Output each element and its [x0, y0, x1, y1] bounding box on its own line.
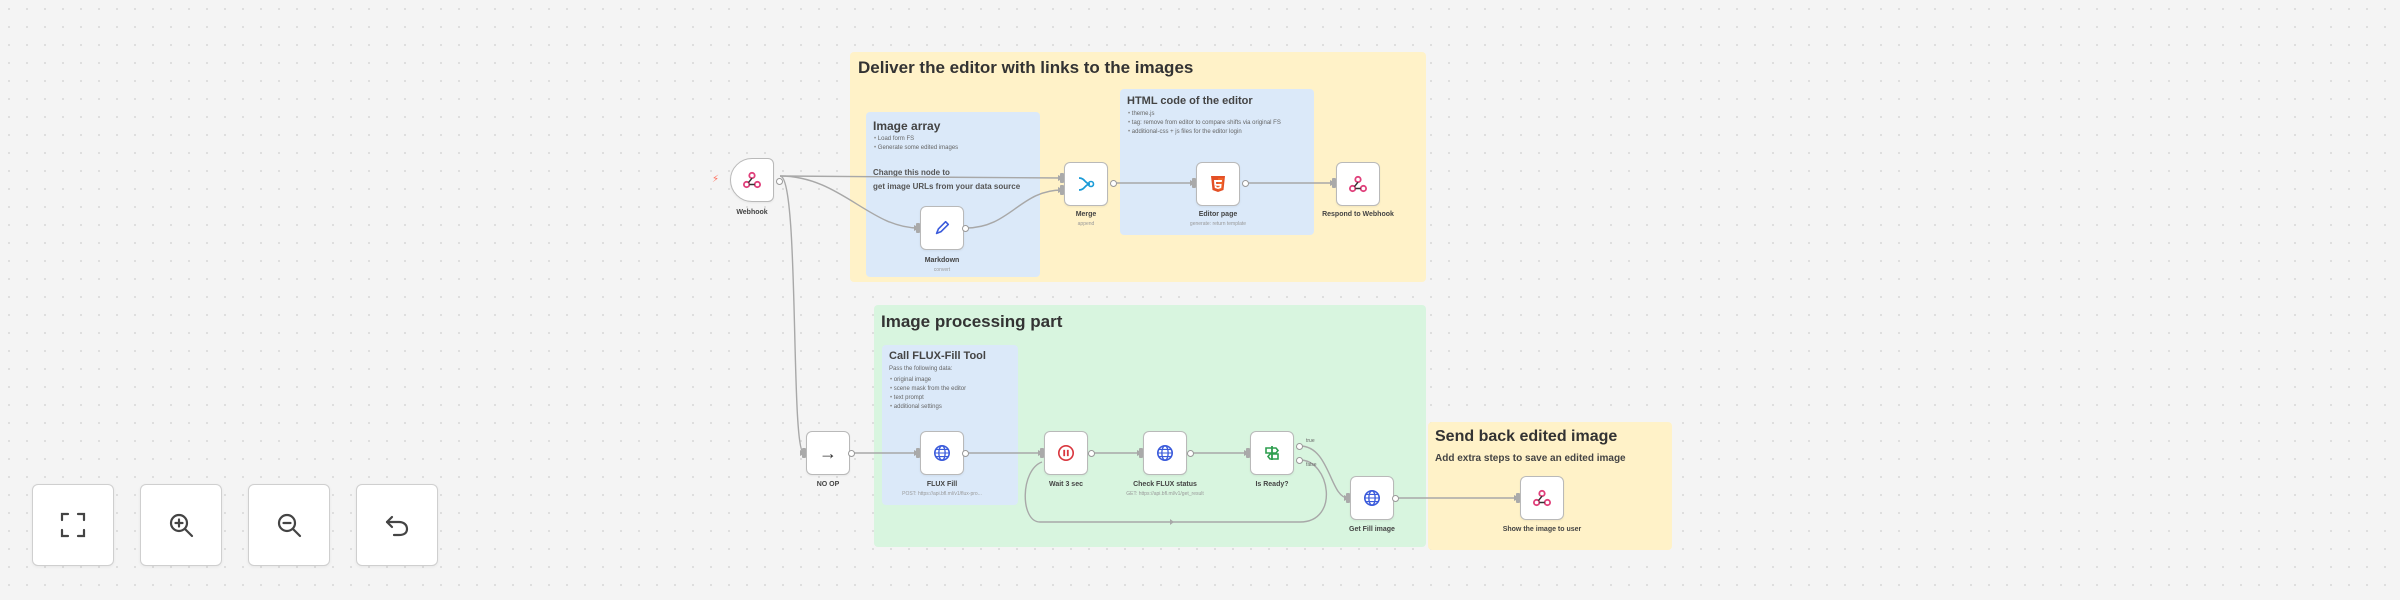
sticky-html-code-title: HTML code of the editor	[1127, 95, 1253, 107]
merge-input-port-1[interactable]	[1060, 173, 1064, 183]
editor-page-output-port[interactable]	[1242, 180, 1249, 187]
get-fill-output-port[interactable]	[1392, 495, 1399, 502]
if-icon	[1265, 446, 1280, 460]
is-ready-true-label: true	[1306, 438, 1315, 444]
webhook-icon	[743, 171, 761, 189]
node-respond-webhook[interactable]	[1336, 162, 1380, 206]
node-markdown-sub: convert	[933, 267, 951, 273]
fit-view-button[interactable]	[32, 484, 114, 566]
node-markdown[interactable]	[920, 206, 964, 250]
node-editor-page-label: Editor page	[1198, 211, 1238, 218]
node-noop-label: NO OP	[816, 481, 840, 488]
zoom-in-icon	[169, 513, 194, 538]
flux-call-bullet-4: additional settings	[890, 403, 966, 412]
node-merge-label: Merge	[1075, 211, 1097, 218]
node-merge-sub: append	[1077, 221, 1095, 227]
wait-output-port[interactable]	[1088, 450, 1095, 457]
check-status-input-port[interactable]	[1139, 448, 1143, 458]
image-array-bullet-1: Load form FS	[874, 135, 958, 144]
sticky-flux-call[interactable]	[882, 345, 1018, 505]
merge-input-port-2[interactable]	[1060, 185, 1064, 195]
merge-icon	[1078, 177, 1095, 191]
flux-fill-input-port[interactable]	[916, 448, 920, 458]
globe-icon	[1363, 489, 1381, 507]
node-webhook[interactable]	[730, 158, 774, 202]
is-ready-false-label: false	[1306, 462, 1317, 468]
node-check-status[interactable]	[1143, 431, 1187, 475]
node-is-ready-label: Is Ready?	[1255, 481, 1289, 488]
flux-call-bullet-2: scene mask from the editor	[890, 385, 966, 394]
sticky-send-back-subtitle: Add extra steps to save an edited image	[1435, 453, 1626, 464]
node-editor-page[interactable]	[1196, 162, 1240, 206]
node-flux-fill-label: FLUX Fill	[926, 481, 958, 488]
node-flux-fill-sub: POST: https://api.bfl.ml/v1/flux-pro...	[902, 491, 982, 497]
flux-call-bullet-3: text prompt	[890, 394, 966, 403]
is-ready-true-port[interactable]	[1296, 443, 1303, 450]
node-editor-page-sub: generate: return template	[1189, 221, 1247, 227]
editor-page-input-port[interactable]	[1192, 178, 1196, 188]
flux-fill-output-port[interactable]	[962, 450, 969, 457]
markdown-input-port[interactable]	[916, 223, 920, 233]
html5-icon	[1211, 176, 1225, 192]
node-get-fill-image[interactable]	[1350, 476, 1394, 520]
sticky-image-processing-title: Image processing part	[881, 312, 1063, 331]
image-array-bullet-2: Generate some edited images	[874, 144, 958, 153]
noop-input-port[interactable]	[802, 448, 806, 458]
undo-button[interactable]	[356, 484, 438, 566]
get-fill-input-port[interactable]	[1346, 493, 1350, 503]
merge-output-port[interactable]	[1110, 180, 1117, 187]
markdown-output-port[interactable]	[962, 225, 969, 232]
node-get-fill-label: Get Fill image	[1349, 526, 1395, 533]
node-respond-label: Respond to Webhook	[1322, 211, 1394, 218]
check-status-output-port[interactable]	[1187, 450, 1194, 457]
sticky-deliver-editor-title: Deliver the editor with links to the ima…	[858, 58, 1194, 77]
node-check-status-sub: GET: https://api.bfl.ml/v1/get_result	[1126, 491, 1204, 497]
pen-icon	[935, 220, 950, 235]
is-ready-false-port[interactable]	[1296, 457, 1303, 464]
arrow-right-icon: →	[819, 442, 837, 463]
undo-icon	[385, 515, 409, 537]
image-array-line-1: Change this node to	[873, 168, 950, 177]
zoom-out-icon	[277, 513, 302, 538]
node-webhook-label: Webhook	[736, 209, 768, 216]
node-markdown-label: Markdown	[924, 257, 960, 264]
is-ready-input-port[interactable]	[1246, 448, 1250, 458]
webhook-output-port[interactable]	[776, 178, 783, 185]
webhook-icon	[1349, 175, 1367, 193]
respond-input-port[interactable]	[1332, 178, 1336, 188]
html-code-bullet-1: theme.js	[1128, 110, 1281, 119]
noop-output-port[interactable]	[848, 450, 855, 457]
node-wait[interactable]	[1044, 431, 1088, 475]
fit-view-icon	[60, 512, 86, 538]
sticky-send-back-title: Send back edited image	[1435, 428, 1618, 445]
wait-input-port[interactable]	[1040, 448, 1044, 458]
webhook-icon	[1533, 489, 1551, 507]
node-wait-label: Wait 3 sec	[1049, 481, 1083, 488]
node-check-status-label: Check FLUX status	[1133, 481, 1197, 488]
node-merge[interactable]	[1064, 162, 1108, 206]
sticky-flux-call-title: Call FLUX-Fill Tool	[889, 350, 986, 362]
node-show-image[interactable]	[1520, 476, 1564, 520]
flux-call-intro: Pass the following data:	[889, 366, 953, 372]
node-noop[interactable]: →	[806, 431, 850, 475]
flux-call-bullet-1: original image	[890, 376, 966, 385]
zoom-out-button[interactable]	[248, 484, 330, 566]
image-array-line-2: get image URLs from your data source	[873, 182, 1021, 191]
html-code-bullet-2: tag: remove from editor to compare shift…	[1128, 119, 1281, 128]
node-is-ready[interactable]	[1250, 431, 1294, 475]
html-code-bullet-3: additional-css + js files for the editor…	[1128, 128, 1281, 137]
show-image-input-port[interactable]	[1516, 493, 1520, 503]
node-flux-fill[interactable]	[920, 431, 964, 475]
trigger-bolt-icon: ⚡	[712, 174, 720, 185]
pause-icon	[1057, 444, 1075, 462]
node-show-image-label: Show the image to user	[1502, 526, 1582, 533]
globe-icon	[1156, 444, 1174, 462]
zoom-in-button[interactable]	[140, 484, 222, 566]
sticky-image-array-title: Image array	[873, 119, 941, 133]
globe-icon	[933, 444, 951, 462]
